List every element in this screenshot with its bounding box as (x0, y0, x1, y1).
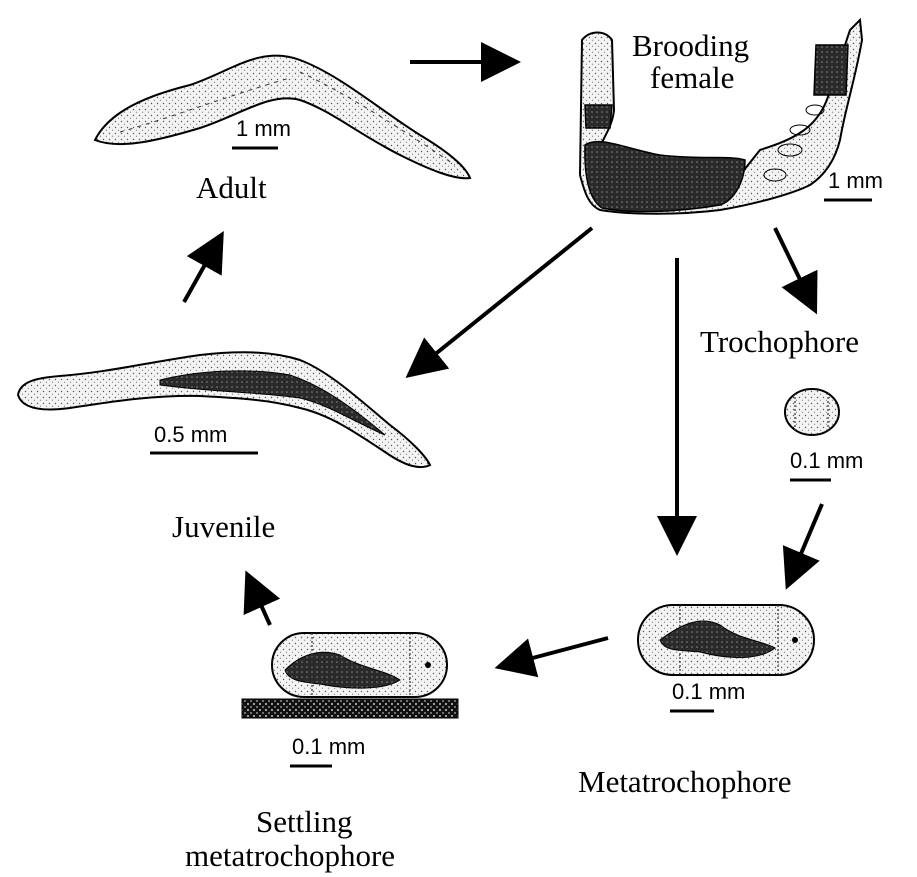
svg-text:1 mm: 1 mm (828, 168, 883, 193)
arrow-metatrochophore-to-settling (510, 638, 608, 664)
svg-text:0.1 mm: 0.1 mm (790, 448, 863, 473)
stage-label-juvenile: Juvenile (172, 509, 275, 544)
metatrochophore-scale-bar: 0.1 mm (670, 679, 745, 711)
trochophore-scale-bar: 0.1 mm (790, 448, 863, 480)
settling-scale-bar: 0.1 mm (290, 734, 365, 766)
stage-label-settling-line1: Settling (256, 804, 352, 839)
svg-text:1 mm: 1 mm (236, 116, 291, 141)
stage-label-brooding-line1: Brooding (632, 28, 749, 63)
stage-label-settling-line2: metatrochophore (185, 838, 395, 873)
adult-scale-bar: 1 mm (232, 116, 291, 148)
arrow-brooding-to-trochophore (775, 228, 810, 300)
arrow-juvenile-to-adult (184, 245, 216, 302)
svg-text:0.5 mm: 0.5 mm (154, 422, 227, 447)
arrow-trochophore-to-metatrochophore (792, 504, 822, 575)
stage-label-trochophore: Trochophore (700, 324, 859, 359)
stage-label-brooding-line2: female (650, 60, 734, 95)
arrow-settling-to-juvenile (252, 585, 270, 625)
juvenile-scale-bar: 0.5 mm (150, 422, 258, 453)
settling-metatrochophore-illustration (272, 633, 447, 697)
stage-label-metatrochophore: Metatrochophore (578, 764, 791, 799)
metatrochophore-illustration (638, 605, 814, 675)
svg-text:0.1 mm: 0.1 mm (292, 734, 365, 759)
svg-text:0.1 mm: 0.1 mm (672, 679, 745, 704)
substrate (242, 699, 458, 718)
arrow-brooding-to-juvenile (418, 228, 592, 368)
stage-label-adult: Adult (196, 170, 267, 205)
trochophore-illustration (785, 389, 839, 435)
juvenile-illustration (18, 352, 430, 467)
brooding-scale-bar: 1 mm (824, 168, 883, 200)
